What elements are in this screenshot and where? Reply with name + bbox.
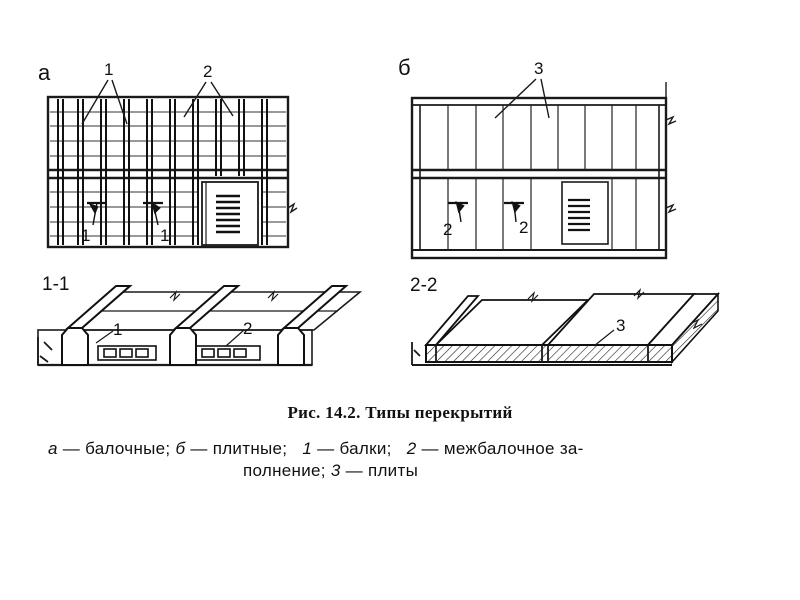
legend-text: 2 xyxy=(406,439,417,458)
legend-line-2: полнение; 3 — плиты xyxy=(48,460,748,482)
section-mark-label: 1 xyxy=(81,226,90,245)
legend-text: а xyxy=(48,439,58,458)
legend-text: — плиты xyxy=(340,461,419,480)
legend-text: полнение; xyxy=(243,461,331,480)
legend-text: — межбалочное за- xyxy=(416,439,584,458)
section-label-2-2: 2-2 xyxy=(410,275,437,296)
leader-lines-b xyxy=(494,78,550,119)
leader-lines-a xyxy=(81,79,234,125)
plan-b-slab-floor: 2 2 б 3 xyxy=(398,55,677,260)
callout-infill-label: 2 xyxy=(203,62,212,81)
hollow-infill-blocks xyxy=(97,345,261,361)
legend-text: б xyxy=(175,439,186,458)
plan-a-outline xyxy=(46,95,290,249)
figure-caption-legend: а — балочные; б — плитные; 1 — балки; 2 … xyxy=(48,438,748,482)
slabs-2-2 xyxy=(424,293,721,346)
panel-letter-b: б xyxy=(398,55,411,80)
legend-text: 3 xyxy=(330,461,341,480)
section-mark-label: 2 xyxy=(519,218,528,237)
beams-1-1 xyxy=(61,285,349,366)
plan-a-beam-floor: 1 1 а 1 2 xyxy=(38,60,298,249)
stair-opening-b xyxy=(561,181,609,245)
section-2-2: 2-2 3 xyxy=(410,275,721,366)
legend-text: — плитные; xyxy=(185,439,303,458)
legend-text: 1 xyxy=(302,439,313,458)
legend-text: — балочные; xyxy=(57,439,176,458)
slab-front-hatched xyxy=(425,344,673,363)
section-mark-2-2 xyxy=(448,200,524,223)
section-1-1: 1-1 1 2 xyxy=(37,274,363,367)
legend-line-1: а — балочные; б — плитные; 1 — балки; 2 … xyxy=(48,438,748,460)
section-label-1-1: 1-1 xyxy=(42,274,69,295)
stair-opening-a xyxy=(201,181,259,246)
callout-beam-section: 1 xyxy=(113,320,122,339)
section-mark-label: 2 xyxy=(443,220,452,239)
callout-slab-section: 3 xyxy=(616,316,625,335)
callout-slab-label: 3 xyxy=(534,59,543,78)
callout-beam-label: 1 xyxy=(104,60,113,79)
section-mark-label: 1 xyxy=(160,226,169,245)
legend-text: — балки; xyxy=(312,439,407,458)
figure-caption-title: Рис. 14.2. Типы перекрытий xyxy=(287,403,513,422)
section-mark-1-1 xyxy=(87,201,163,226)
callout-infill-section: 2 xyxy=(243,319,252,338)
panel-letter-a: а xyxy=(38,60,51,85)
